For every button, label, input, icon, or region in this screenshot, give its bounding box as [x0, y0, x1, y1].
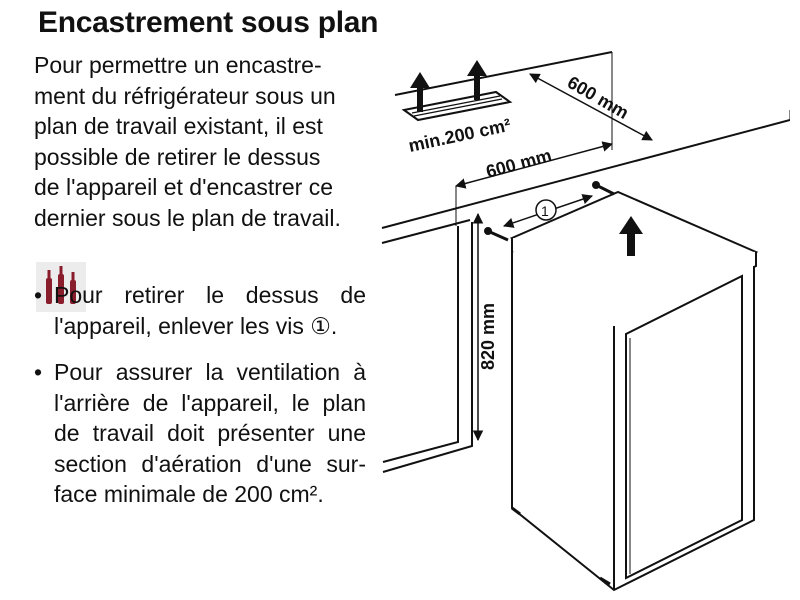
wine-bottles-logo — [36, 262, 86, 312]
airflow-arrow-icon — [410, 72, 430, 112]
bullet-symbol: • — [34, 282, 43, 308]
bullet-text: Pour retirer le dessus de l'appareil, en… — [54, 282, 366, 339]
vent-label: min.200 cm² — [407, 115, 513, 156]
screw-callout-circle — [535, 199, 557, 221]
intro-line: plan de travail existant, il est — [34, 113, 323, 139]
intro-line: de l'appareil et d'encastrer ce — [34, 174, 334, 200]
airflow-arrow-icon — [467, 60, 487, 100]
width-label: 600 mm — [484, 145, 554, 182]
screw-icon — [484, 227, 509, 242]
depth-dimension-line — [529, 73, 653, 141]
worktop-front-edge-lower — [381, 219, 471, 244]
page-title: Encastrement sous plan — [38, 6, 379, 39]
list-item: • Pour assurer la ventilation à l'arrièr… — [32, 357, 366, 510]
list-item: • Pour retirer le dessus de l'appareil, … — [32, 280, 366, 341]
height-label: 820 mm — [478, 303, 498, 370]
lift-arrow-icon — [619, 216, 643, 256]
intro-line: ment du réfrigérateur sous un — [34, 82, 336, 109]
screw-icon — [592, 181, 615, 196]
intro-paragraph: Pour permettre un encastre- ment du réfr… — [34, 50, 366, 233]
intro-line: possible de retirer le dessus — [34, 143, 321, 170]
bullet-list: • Pour retirer le dessus de l'appareil, … — [32, 280, 366, 526]
appliance-body — [511, 252, 755, 592]
intro-line: Pour permettre un encastre- — [34, 52, 322, 78]
appliance-door — [625, 274, 743, 580]
worktop-back-edge — [394, 51, 613, 96]
installation-diagram: min.200 cm² 600 mm 600 mm 820 mm 1 — [381, 51, 790, 592]
width-dimension-line — [454, 141, 614, 189]
screw-callout-number: 1 — [541, 203, 549, 219]
bullet-symbol: • — [34, 359, 43, 385]
intro-line: dernier sous le plan de travail. — [34, 204, 341, 231]
cabinet-side-panel — [382, 226, 459, 463]
bullet-text: Pour assurer la ventilation à l'arrière … — [54, 359, 366, 507]
